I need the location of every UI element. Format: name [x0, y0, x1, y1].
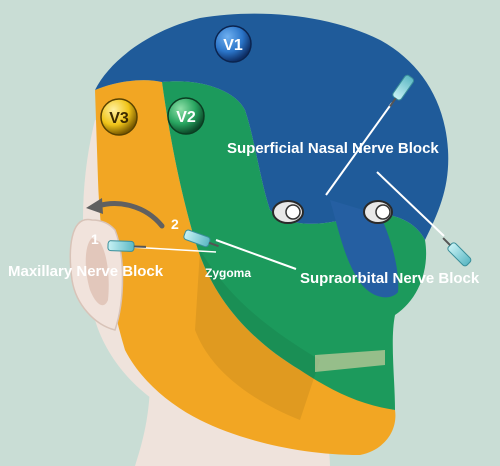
- ear-inner: [85, 238, 109, 306]
- badge-v1: V1: [214, 25, 252, 63]
- zygoma-label: Zygoma: [205, 266, 251, 280]
- curved-arrow-icon: [95, 201, 165, 229]
- v2-region: [162, 81, 427, 411]
- needle-icon-3: [183, 229, 219, 248]
- v1-region: [95, 13, 449, 240]
- marker-1: 1: [91, 231, 99, 247]
- badge-v3: V3: [100, 98, 138, 136]
- curved-arrow-head: [86, 198, 103, 214]
- marker-2: 2: [171, 216, 179, 232]
- needle-icon-2: [442, 237, 472, 267]
- badge-v2: V2: [167, 97, 205, 135]
- superficial-nasal-label: Superficial Nasal Nerve Block: [227, 140, 439, 157]
- supraorbital-label: Supraorbital Nerve Block: [300, 270, 480, 287]
- needle-icon-4: [107, 240, 147, 252]
- right-eye: [363, 200, 393, 224]
- teeth: [315, 350, 385, 372]
- needle-icon: [389, 74, 415, 108]
- supraorbital-guide-upper: [376, 171, 445, 237]
- supraorbital-guide-lower: [215, 239, 297, 270]
- face-shading: [195, 250, 320, 420]
- nose-region: [330, 200, 399, 298]
- svg-text:V3: V3: [109, 110, 129, 127]
- v3-region: [95, 80, 396, 455]
- maxillary-label: Maxillary Nerve Block: [8, 263, 164, 280]
- superficial-nasal-guide: [325, 102, 393, 196]
- svg-text:V2: V2: [176, 109, 196, 126]
- left-eye: [272, 200, 304, 224]
- svg-text:V1: V1: [223, 37, 243, 54]
